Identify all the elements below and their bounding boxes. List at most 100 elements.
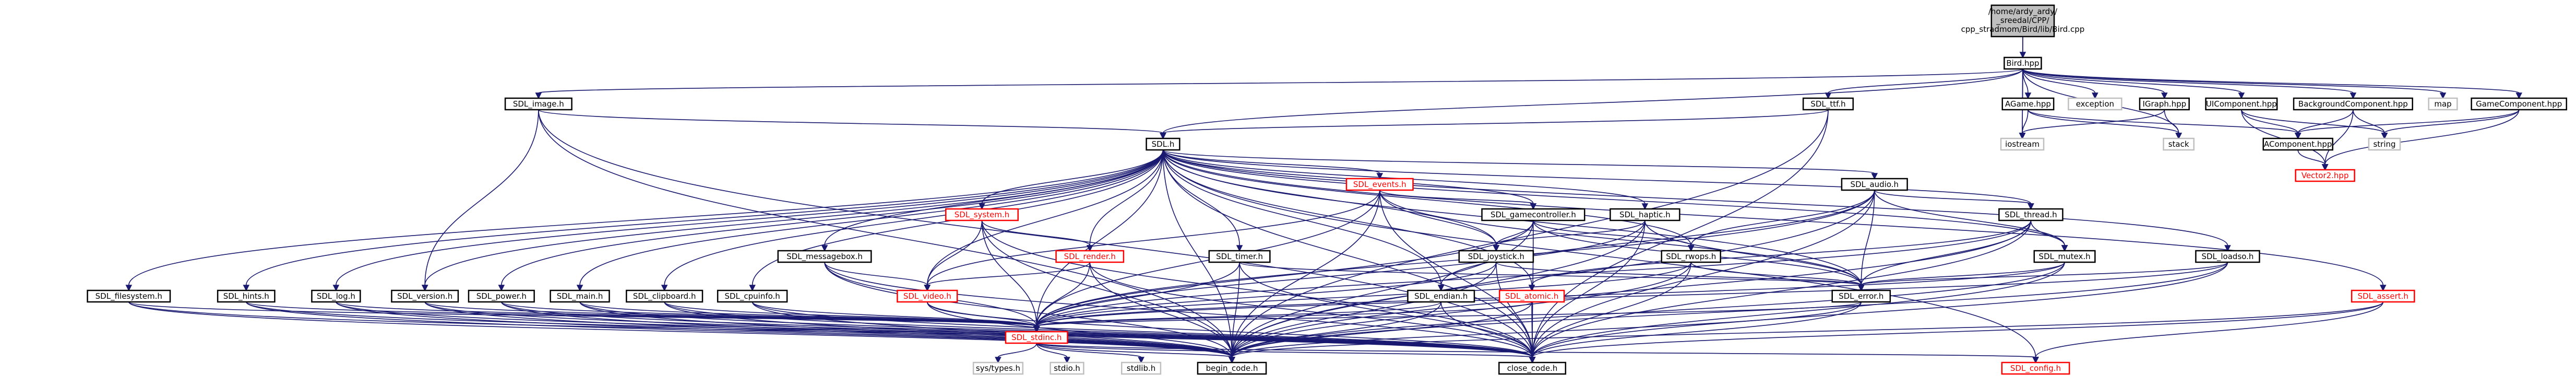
edge-uicomponent-to-acomponent: [2241, 109, 2301, 139]
node-sdl-thread[interactable]: SDL_thread.h: [1998, 208, 2064, 221]
node-sdl-config[interactable]: SDL_config.h: [2001, 361, 2070, 375]
node-sdl-haptic[interactable]: SDL_haptic.h: [1609, 208, 1680, 221]
node-box: [717, 289, 788, 303]
node-sdl-audio[interactable]: SDL_audio.h: [1841, 178, 1908, 191]
node-label: SDL_image.h: [513, 99, 564, 109]
node-box: [1197, 361, 1267, 375]
node-box: [1121, 361, 1162, 375]
edge-sdl_h-to-sdl_loadso: [1162, 149, 2231, 252]
edge-arrowhead: [535, 92, 542, 99]
node-label: SDL_thread.h: [2005, 210, 2057, 220]
edge-arrowhead: [1064, 357, 1070, 364]
node-stdlib: stdlib.h: [1121, 361, 1162, 375]
edge-line: [1162, 149, 1380, 174]
node-sdl-power[interactable]: SDL_power.h: [468, 289, 535, 303]
node-label: SDL_power.h: [476, 291, 527, 301]
node-agame[interactable]: AGame.hpp: [2001, 97, 2055, 111]
node-sdl-clipboard[interactable]: SDL_clipboard.h: [626, 289, 703, 303]
node-box: [777, 250, 872, 263]
edge-line: [664, 301, 1233, 358]
node-sdl-assert[interactable]: SDL_assert.h: [2351, 289, 2415, 303]
node-sdl-messagebox[interactable]: SDL_messagebox.h: [777, 250, 872, 263]
node-box: [2001, 361, 2070, 375]
node-uicomponent[interactable]: UIComponent.hpp: [2205, 97, 2278, 111]
edge-line: [2035, 301, 2384, 358]
node-vector2[interactable]: Vector2.hpp: [2295, 169, 2355, 182]
edge-line: [128, 149, 1164, 286]
edge-arrowhead: [2350, 92, 2357, 99]
node-sdl-gamecontroller[interactable]: SDL_gamecontroller.h: [1481, 208, 1585, 221]
node-acomponent[interactable]: AComponent.hpp: [2262, 137, 2333, 151]
edge-line: [538, 68, 2023, 93]
edge-sdl_events-to-sdl_video: [924, 190, 1380, 291]
node-sdl-mutex[interactable]: SDL_mutex.h: [2033, 250, 2096, 263]
node-box: [2293, 97, 2413, 111]
node-sdl-timer[interactable]: SDL_timer.h: [1208, 250, 1271, 263]
node-sdl-version[interactable]: SDL_version.h: [391, 289, 459, 303]
edge-arrowhead: [2238, 92, 2245, 99]
node-sdl-ttf[interactable]: SDL_ttf.h: [1802, 97, 1854, 111]
node-sdl-hints[interactable]: SDL_hints.h: [217, 289, 276, 303]
node-sdl-render[interactable]: SDL_render.h: [1055, 250, 1125, 263]
node-gamecomponent[interactable]: GameComponent.hpp: [2471, 97, 2568, 111]
edge-bird_hpp-to-map: [2022, 68, 2447, 99]
node-sdl-endian[interactable]: SDL_endian.h: [1407, 289, 1475, 303]
node-sdl-main[interactable]: SDL_main.h: [550, 289, 610, 303]
edge-arrowhead: [661, 285, 668, 291]
node-sdl-events[interactable]: SDL_events.h: [1345, 178, 1414, 191]
edge-sdl_events-to-sdl_joystick: [1379, 190, 1500, 252]
edge-line: [1089, 149, 1164, 246]
node-root[interactable]: /home/ardy_ardy/_sreedal/CPP/cpp_stradmo…: [1961, 4, 2085, 38]
nodes-layer: /home/ardy_ardy/_sreedal/CPP/cpp_stradmo…: [87, 4, 2568, 375]
node-begin-code[interactable]: begin_code.h: [1197, 361, 1267, 375]
node-igraph[interactable]: IGraph.hpp: [2139, 97, 2190, 111]
node-label: SDL_rwops.h: [1666, 252, 1716, 262]
node-sdl-atomic[interactable]: SDL_atomic.h: [1499, 289, 1565, 303]
node-label: SDL_stdinc.h: [1011, 333, 1062, 343]
edge-sdl_h-to-sdl_clipboard: [661, 149, 1164, 291]
node-box: [945, 208, 1019, 221]
node-sdl-joystick[interactable]: SDL_joystick.h: [1458, 250, 1534, 263]
node-sdl-loadso[interactable]: SDL_loadso.h: [2195, 250, 2260, 263]
node-bird-hpp[interactable]: Bird.hpp: [2003, 56, 2042, 70]
edge-line: [1162, 68, 2023, 134]
edge-sdl_h-to-sdl_events: [1162, 149, 1384, 180]
edge-sdl_h-to-sdl_audio: [1162, 149, 1878, 180]
edge-arrowhead: [2092, 92, 2098, 99]
edge-sdl_ttf-to-sdl_h: [1160, 109, 1829, 139]
edge-line: [824, 262, 1233, 358]
node-bgcomponent[interactable]: BackgroundComponent.hpp: [2293, 97, 2413, 111]
edge-sdl_system-to-sdl_render: [981, 220, 1093, 252]
node-sdl-stdinc[interactable]: SDL_stdinc.h: [1005, 331, 1068, 344]
node-sdl-video[interactable]: SDL_video.h: [897, 289, 958, 303]
node-box: [391, 289, 459, 303]
edge-arrowhead: [2175, 133, 2182, 139]
edge-line: [579, 149, 1164, 286]
node-label: SDL_loadso.h: [2201, 252, 2253, 262]
node-label: SDL_main.h: [557, 291, 603, 301]
node-sdl-error[interactable]: SDL_error.h: [1831, 289, 1891, 303]
edge-line: [2324, 109, 2520, 165]
edge-line: [1690, 262, 1862, 286]
edge-line: [1036, 343, 1068, 358]
edge-line: [1036, 262, 1692, 327]
edge-line: [1036, 343, 1533, 358]
edge-line: [2324, 109, 2354, 165]
node-sdl-log[interactable]: SDL_log.h: [311, 289, 361, 303]
node-sdl-cpuinfo[interactable]: SDL_cpuinfo.h: [717, 289, 788, 303]
edge-line: [1162, 149, 2228, 246]
node-sdl-filesystem[interactable]: SDL_filesystem.h: [87, 289, 171, 303]
node-sdl-rwops[interactable]: SDL_rwops.h: [1661, 250, 1721, 263]
node-box: [1609, 208, 1680, 221]
edge-line: [1231, 220, 2032, 358]
edge-line: [1532, 220, 2032, 358]
edge-sdl_assert-to-sdl_config: [2032, 301, 2384, 364]
node-close-code[interactable]: close_code.h: [1498, 361, 1567, 375]
edge-line: [1828, 68, 2023, 93]
edge-arrowhead: [125, 285, 133, 291]
edge-line: [1231, 190, 1380, 358]
node-sdl-h[interactable]: SDL.h: [1146, 137, 1180, 151]
node-box: [2033, 250, 2096, 263]
node-sdl-system[interactable]: SDL_system.h: [945, 208, 1019, 221]
node-sdl-image[interactable]: SDL_image.h: [504, 97, 573, 111]
